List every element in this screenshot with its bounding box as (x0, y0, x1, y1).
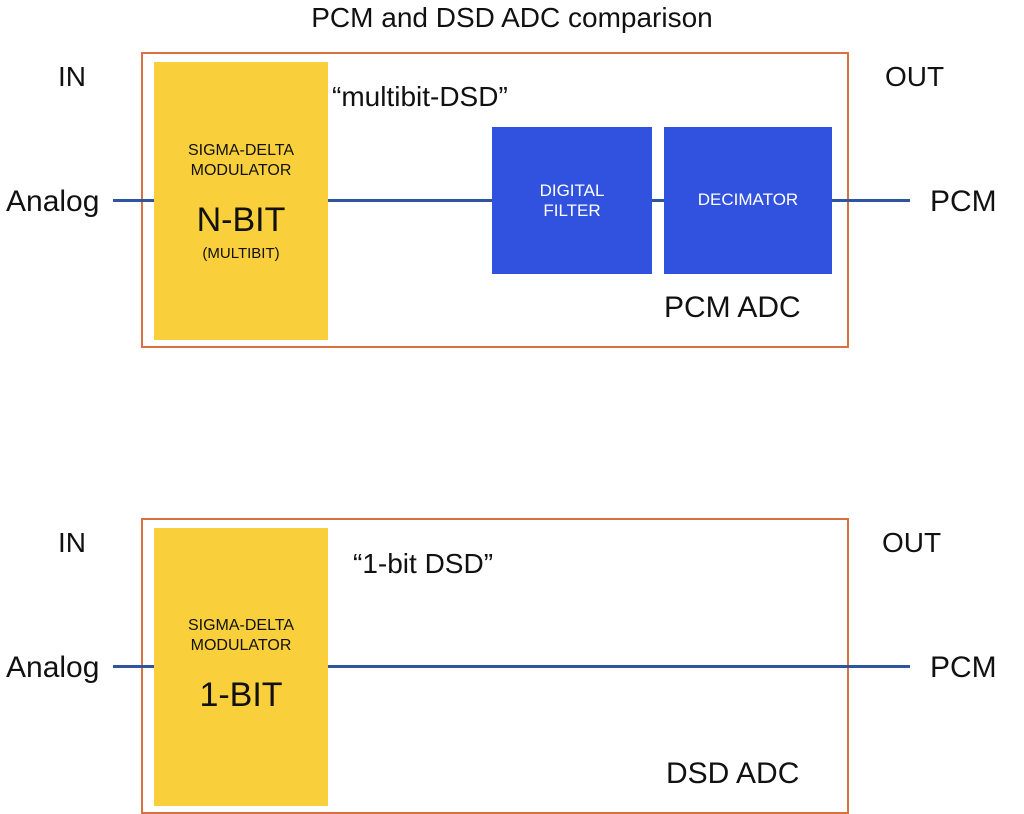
dsd-modulator-line2: MODULATOR (190, 637, 292, 654)
dsd-adc-label: DSD ADC (666, 757, 800, 790)
digital-filter-block: DIGITAL FILTER (492, 127, 652, 274)
dsd-modulator-line1: SIGMA-DELTA (187, 617, 295, 634)
dsd-out-label: OUT (882, 527, 942, 558)
pcm-modulator-bits: N-BIT (196, 201, 286, 239)
decimator-label: DECIMATOR (697, 189, 799, 209)
pcm-mode-label: “multibit-DSD” (332, 81, 508, 112)
dsd-modulator-bits: 1-BIT (199, 676, 283, 714)
dsd-output-line (328, 665, 910, 668)
pcm-in-label: IN (58, 61, 86, 92)
pcm-output-line (832, 199, 910, 202)
pcm-sigma-delta-modulator: SIGMA-DELTA MODULATOR N-BIT (MULTIBIT) (154, 62, 328, 340)
dsd-analog-input-label: Analog (6, 651, 100, 684)
pcm-filter-to-decimator-line (652, 199, 664, 202)
pcm-input-line (113, 199, 154, 202)
dsd-input-line (113, 665, 154, 668)
pcm-modulator-line1: SIGMA-DELTA (187, 142, 295, 159)
pcm-analog-input-label: Analog (6, 185, 100, 218)
decimator-block: DECIMATOR (664, 127, 832, 274)
dsd-in-label: IN (58, 527, 86, 558)
dsd-output-label: PCM (930, 651, 997, 684)
pcm-output-label: PCM (930, 185, 997, 218)
pcm-modulator-line2: MODULATOR (190, 162, 292, 179)
pcm-modulator-sub: (MULTIBIT) (202, 245, 280, 262)
pcm-modulator-to-filter-line (328, 199, 492, 202)
dsd-mode-label: “1-bit DSD” (353, 548, 494, 579)
pcm-adc-label: PCM ADC (664, 291, 801, 324)
pcm-out-label: OUT (885, 61, 945, 92)
diagram-title: PCM and DSD ADC comparison (311, 2, 713, 33)
dsd-sigma-delta-modulator: SIGMA-DELTA MODULATOR 1-BIT (154, 528, 328, 806)
